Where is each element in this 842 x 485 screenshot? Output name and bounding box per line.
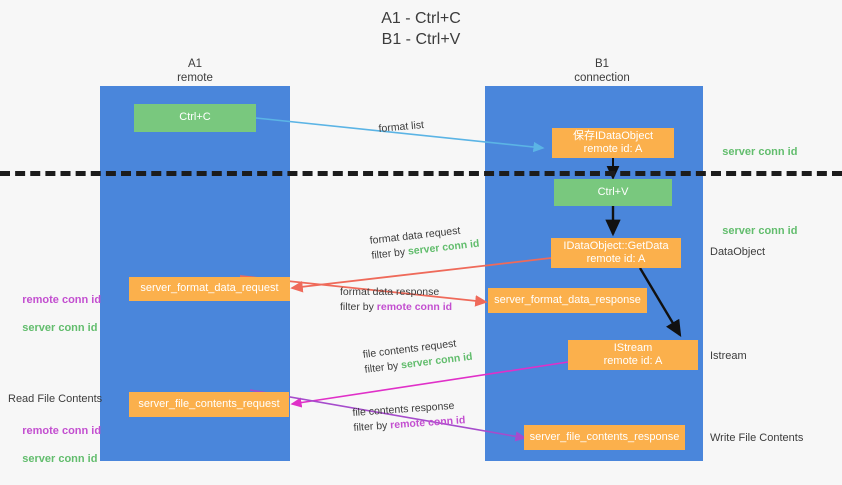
label-format-conn-ids: remote conn id server conn id — [10, 279, 101, 349]
label-file-server-conn-id: server conn id — [22, 453, 98, 465]
arrow-file-contents-response — [249, 389, 527, 442]
arrow-getdata-to-istream — [638, 267, 682, 338]
label-server-conn-id-top: server conn id — [710, 131, 797, 173]
label-file-contents-response-filter-prefix: filter by — [353, 419, 391, 434]
arrow-format-data-request — [290, 257, 552, 293]
label-format-data-response: format data response filter by remote co… — [340, 285, 452, 315]
box-getdata[interactable]: IDataObject::GetData remote id: A — [551, 238, 681, 268]
label-format-remote-conn-id: remote conn id — [22, 294, 102, 306]
label-format-data-response-line1: format data response — [340, 286, 440, 298]
label-read-file-contents: Read File Contents — [8, 393, 103, 405]
label-format-data-response-filter-prefix: filter by — [340, 301, 377, 313]
column-header-a1: A1 remote — [177, 58, 213, 84]
column-header-b1: B1 connection — [574, 58, 630, 84]
label-server-conn-id-top-text: server conn id — [722, 146, 798, 158]
box-server-file-contents-request[interactable]: server_file_contents_request — [129, 392, 289, 417]
label-format-data-request-filter-prefix: filter by — [370, 245, 409, 262]
label-file-contents-request-filter-prefix: filter by — [363, 359, 402, 376]
arrow-format-list — [255, 117, 545, 153]
box-server-file-contents-response[interactable]: server_file_contents_response — [524, 425, 685, 450]
label-write-file-contents: Write File Contents — [710, 432, 804, 444]
box-ctrl-v[interactable]: Ctrl+V — [554, 179, 672, 206]
label-file-conn-ids: remote conn id server conn id — [10, 410, 101, 480]
arrow-file-contents-request — [290, 361, 569, 408]
box-istream[interactable]: IStream remote id: A — [568, 340, 698, 370]
label-file-contents-response-filter-value: remote conn id — [389, 414, 466, 432]
box-server-format-data-request[interactable]: server_format_data_request — [129, 277, 290, 301]
label-dataobject: DataObject — [710, 246, 766, 258]
label-server-conn-id-mid-text: server conn id — [722, 225, 798, 237]
label-server-conn-id-mid: server conn id — [710, 210, 797, 252]
box-ctrl-c[interactable]: Ctrl+C — [134, 104, 256, 132]
box-server-format-data-response[interactable]: server_format_data_response — [488, 288, 647, 313]
label-istream: Istream — [710, 350, 747, 362]
dashed-divider — [0, 171, 842, 176]
label-format-server-conn-id: server conn id — [22, 322, 98, 334]
label-format-data-response-filter-value: remote conn id — [376, 301, 453, 313]
box-save-idataobject[interactable]: 保存IDataObject remote id: A — [552, 128, 674, 158]
diagram-title: A1 - Ctrl+C B1 - Ctrl+V — [381, 10, 461, 48]
label-file-remote-conn-id: remote conn id — [22, 425, 102, 437]
